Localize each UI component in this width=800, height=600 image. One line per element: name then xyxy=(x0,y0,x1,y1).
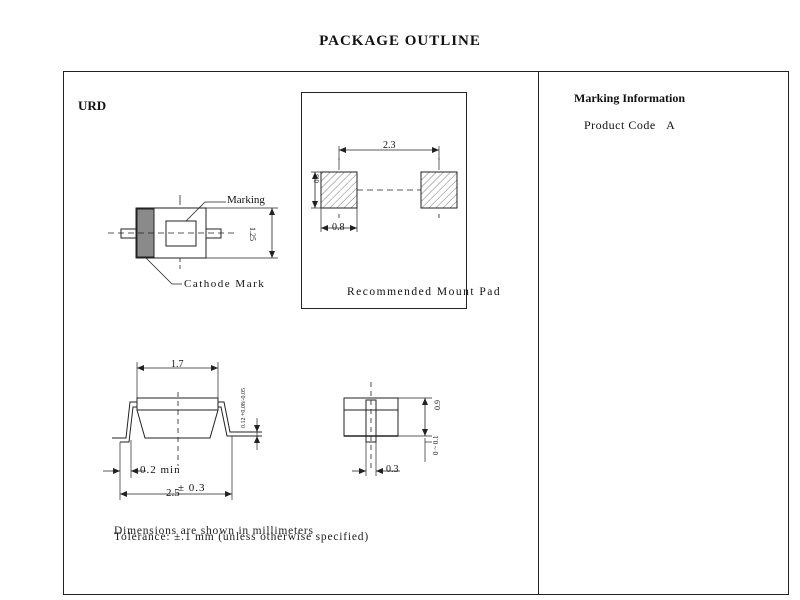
tolerance-note: Tolerance: ±.1 mm (unless otherwise spec… xyxy=(114,531,369,543)
standoff-dim: 0 ~ 0.1 xyxy=(432,435,440,455)
end-view-drawing xyxy=(343,382,432,476)
top-view-drawing xyxy=(108,195,278,285)
body-width-dim: 1.7 xyxy=(171,359,184,370)
page-title: PACKAGE OUTLINE xyxy=(319,33,481,49)
cathode-mark-label: Cathode Mark xyxy=(184,278,266,290)
dimensions-note: Dimensions are shown in millimeters xyxy=(114,525,314,537)
pad-height-dim: 0.8 xyxy=(313,174,321,183)
total-length-dim: 2.5 xyxy=(166,487,180,499)
marking-info-heading: Marking Information xyxy=(574,91,685,105)
package-name: URD xyxy=(78,98,107,113)
column-divider xyxy=(538,71,539,595)
marking-label: Marking xyxy=(227,194,265,206)
total-length-tolerance: ± 0.3 xyxy=(178,482,206,494)
lead-thickness-dim: 0.12 +0.08/-0.05 xyxy=(241,387,247,428)
pad-pitch-dim: 2.3 xyxy=(383,140,396,151)
side-view-drawing xyxy=(103,362,262,500)
outline-frame xyxy=(63,71,789,595)
mount-pad-caption: Recommended Mount Pad xyxy=(347,286,502,298)
product-code-label: Product Code xyxy=(584,118,656,132)
lead-width-dim: 0.3 xyxy=(386,464,399,475)
pad-width-dim: 0.8 xyxy=(332,222,345,233)
lead-min-dim: 0.2 min xyxy=(140,464,181,476)
mount-pad-drawing xyxy=(311,146,458,232)
product-code-value: A xyxy=(666,118,676,132)
end-view-height-dim: 0.9 xyxy=(433,400,442,410)
mount-pad-box xyxy=(301,92,467,309)
top-view-height-dim: 1.25 xyxy=(248,227,257,241)
product-code: Product Code A xyxy=(584,118,675,133)
